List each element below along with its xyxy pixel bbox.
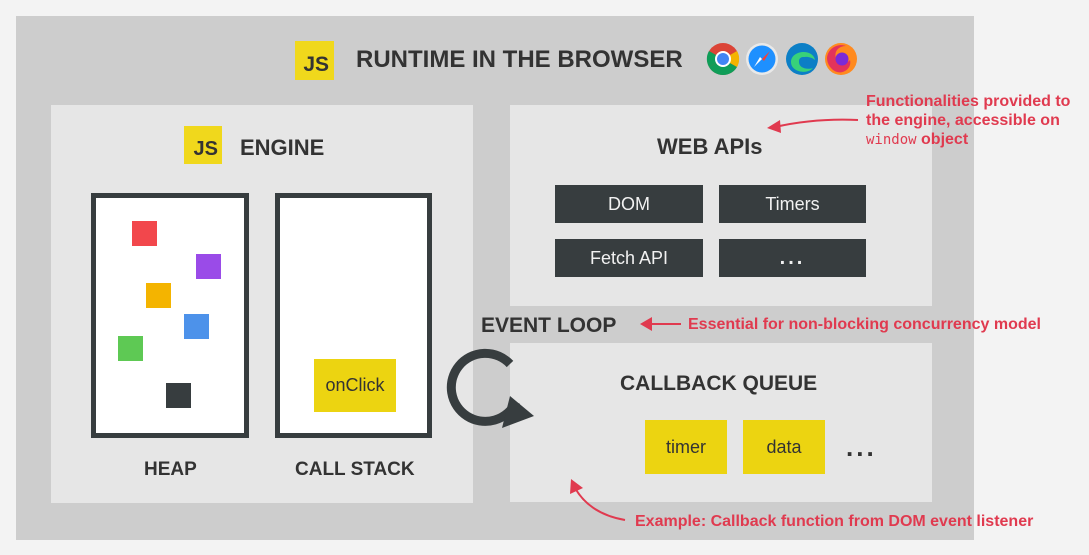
edge-icon [786, 43, 818, 75]
callback-more: ... [846, 432, 877, 462]
event-loop-label: EVENT LOOP [481, 314, 617, 337]
callback-item-data: data [743, 420, 825, 474]
heap-object-green [118, 336, 143, 361]
web-api-dom: DOM [555, 185, 703, 223]
js-logo: JS [295, 41, 334, 80]
safari-icon [746, 43, 778, 75]
web-apis-title: WEB APIs [657, 134, 763, 159]
callback-queue-title: CALLBACK QUEUE [620, 372, 818, 395]
event-loop-note: Essential for non-blocking concurrency m… [688, 316, 1041, 333]
callback-item-timer: timer [645, 420, 727, 474]
engine-title: ENGINE [240, 135, 325, 160]
chrome-icon [706, 43, 740, 76]
web-apis-note: Functionalities provided to the engine, … [866, 93, 1071, 148]
call-stack-item: onClick [314, 359, 396, 412]
engine-js-logo: JS [184, 126, 222, 164]
heap-object-purple [196, 254, 221, 279]
heap-label: HEAP [144, 459, 197, 480]
event-loop-arrow-icon [446, 348, 534, 428]
heap-object-yellow [146, 283, 171, 308]
heap-object-red [132, 221, 157, 246]
call-stack-label: CALL STACK [295, 459, 415, 480]
web-api-more: ... [719, 239, 866, 277]
firefox-icon [825, 43, 857, 75]
callback-note: Example: Callback function from DOM even… [635, 513, 1034, 530]
web-api-timers: Timers [719, 185, 866, 223]
heap-object-blue [184, 314, 209, 339]
runtime-title: RUNTIME IN THE BROWSER [356, 46, 683, 73]
web-api-fetch: Fetch API [555, 239, 703, 277]
heap-object-dark [166, 383, 191, 408]
